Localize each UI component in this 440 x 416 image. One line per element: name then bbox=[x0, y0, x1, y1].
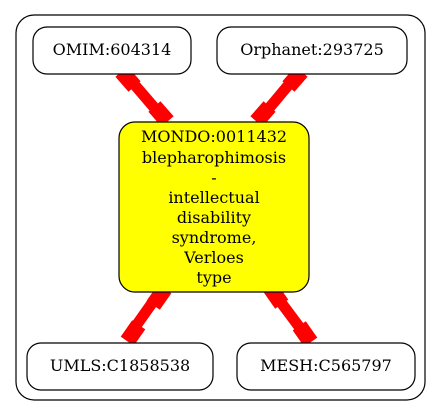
node-mesh-box bbox=[236, 342, 416, 391]
node-mondo[interactable]: MONDO:0011432 blepharophimosis - intelle… bbox=[118, 121, 310, 293]
edge-umls-cap-bottom bbox=[120, 320, 146, 346]
cluster-frame bbox=[15, 14, 426, 401]
node-mondo-line-7: type bbox=[196, 268, 231, 287]
edge-omim bbox=[115, 66, 174, 127]
edge-mesh bbox=[263, 283, 318, 347]
edge-orphanet bbox=[250, 66, 308, 127]
node-mondo-line-3: intellectual bbox=[168, 188, 259, 207]
node-orphanet-label: Orphanet:293725 bbox=[240, 40, 384, 59]
node-omim-box bbox=[32, 26, 192, 75]
node-mondo-line-1: blepharophimosis bbox=[142, 148, 286, 167]
node-orphanet[interactable]: Orphanet:293725 bbox=[216, 26, 408, 75]
node-umls[interactable]: UMLS:C1858538 bbox=[26, 342, 214, 391]
node-mondo-line-2: - bbox=[211, 168, 216, 187]
node-mondo-line-5: syndrome, bbox=[172, 228, 257, 247]
node-orphanet-box bbox=[216, 26, 408, 75]
edge-orphanet-cap-bottom bbox=[250, 101, 276, 127]
node-mondo-box bbox=[118, 121, 310, 293]
edge-umls bbox=[120, 284, 172, 346]
node-mesh[interactable]: MESH:C565797 bbox=[236, 342, 416, 391]
edge-omim-cap-bottom bbox=[148, 101, 174, 127]
node-mondo-id: MONDO:0011432 bbox=[141, 127, 287, 146]
node-umls-label: UMLS:C1858538 bbox=[50, 356, 190, 375]
edges bbox=[115, 66, 318, 347]
node-mondo-line-6: Verloes bbox=[183, 248, 244, 267]
node-omim-label: OMIM:604314 bbox=[53, 40, 172, 59]
node-omim[interactable]: OMIM:604314 bbox=[32, 26, 192, 75]
edge-mesh-cap-bottom bbox=[292, 321, 318, 347]
node-mesh-label: MESH:C565797 bbox=[260, 356, 392, 375]
node-mondo-line-4: disability bbox=[177, 208, 251, 227]
node-umls-box bbox=[26, 342, 214, 391]
